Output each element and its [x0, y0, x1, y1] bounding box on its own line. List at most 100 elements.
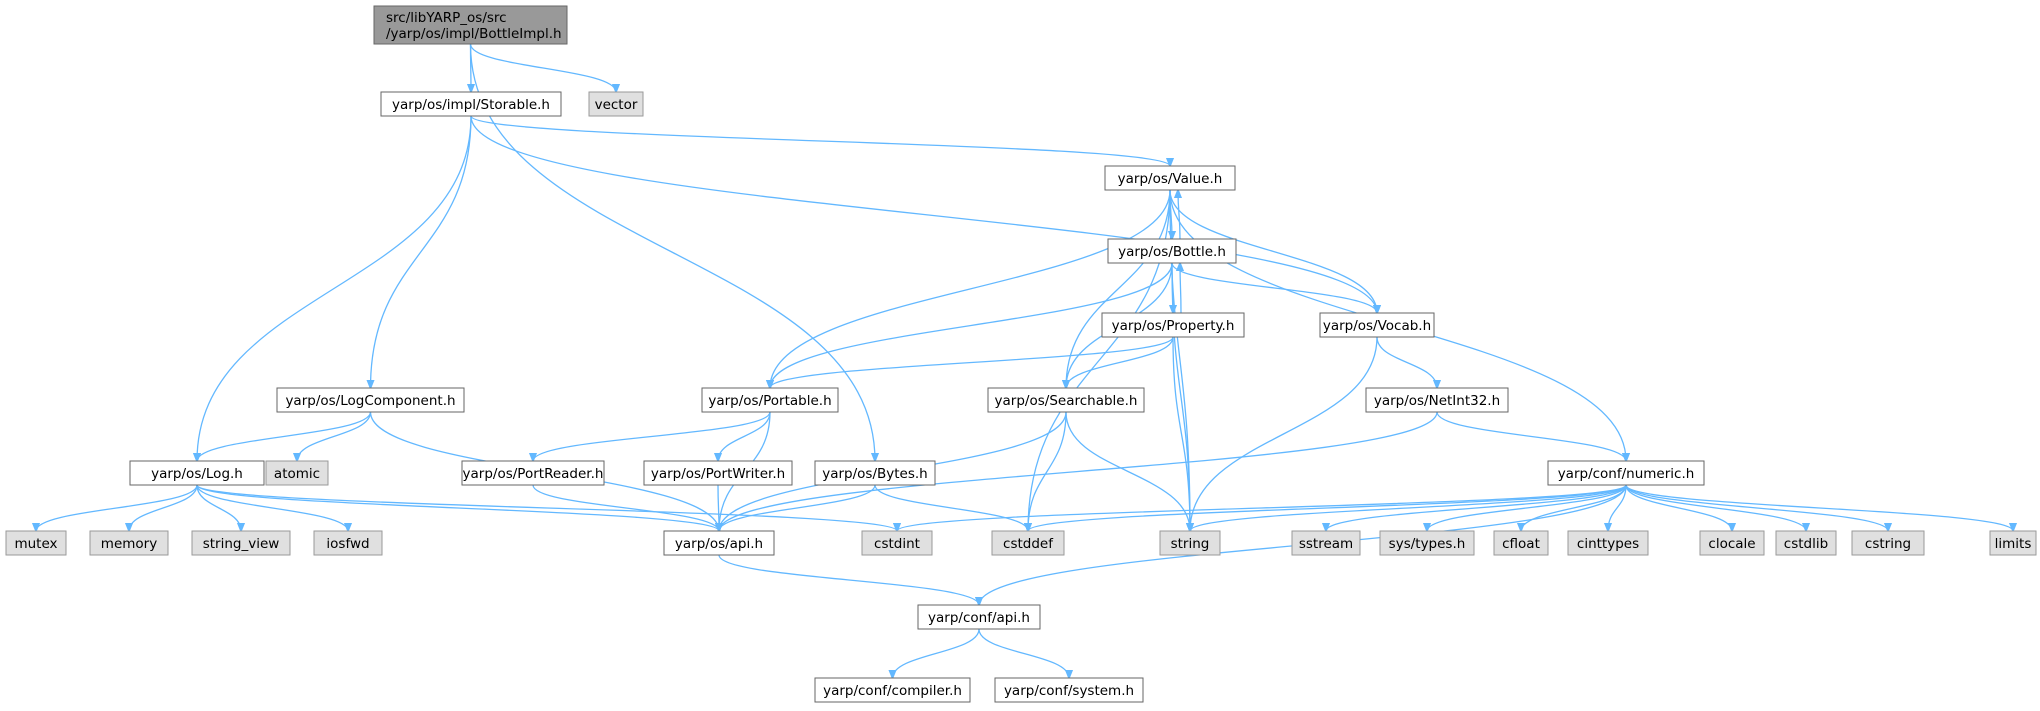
edge-numeric-to-sstream [1326, 484, 1627, 531]
node-label: sstream [1299, 536, 1353, 552]
node-label: atomic [274, 466, 320, 482]
node-label: yarp/os/Searchable.h [995, 393, 1138, 409]
node-clocale: clocale [1699, 530, 1765, 556]
node-string_view: string_view [191, 530, 291, 556]
node-label: iosfwd [326, 536, 369, 552]
node-box [373, 5, 568, 45]
node-box [5, 530, 67, 556]
node-cstdint: cstdint [861, 530, 933, 556]
node-cstdlib: cstdlib [1775, 530, 1837, 556]
node-box [89, 530, 169, 556]
edge-value-to-vocab [1169, 189, 1377, 313]
edge-numeric-to-cfloat [1521, 484, 1627, 531]
node-box [1159, 530, 1221, 556]
edge-bottle-to-string [1171, 262, 1190, 531]
edge-portwriter-to-osapi [718, 484, 719, 531]
edge-numeric-to-cstdint [897, 484, 1627, 531]
node-log[interactable]: yarp/os/Log.h [129, 460, 265, 486]
node-box [991, 530, 1065, 556]
node-box [1291, 530, 1361, 556]
node-limits: limits [1989, 530, 2037, 556]
node-vocab[interactable]: yarp/os/Vocab.h [1319, 312, 1435, 338]
node-cstddef: cstddef [991, 530, 1065, 556]
node-box [1775, 530, 1837, 556]
node-portable[interactable]: yarp/os/Portable.h [701, 387, 839, 413]
node-value[interactable]: yarp/os/Value.h [1104, 165, 1236, 191]
node-box [265, 460, 329, 486]
node-label: string_view [203, 536, 280, 552]
node-memory: memory [89, 530, 169, 556]
node-label: limits [1995, 536, 2032, 552]
edge-bottleimpl-to-bytes [469, 43, 876, 461]
node-box [814, 677, 971, 703]
node-box [1493, 530, 1549, 556]
node-label: yarp/conf/compiler.h [823, 683, 962, 699]
node-label: cinttypes [1577, 536, 1639, 552]
edge-property-to-portable [770, 336, 1174, 388]
node-box [313, 530, 383, 556]
node-box [1989, 530, 2037, 556]
node-bottleimpl[interactable]: src/libYARP_os/src/yarp/os/impl/BottleIm… [373, 5, 568, 45]
edge-log-to-string_view [196, 484, 241, 531]
node-label: yarp/conf/system.h [1004, 683, 1134, 699]
edge-confapi-to-system [978, 628, 1069, 678]
edge-vocab-to-string [1190, 336, 1378, 531]
edge-portreader-to-osapi [532, 484, 719, 531]
node-atomic: atomic [265, 460, 329, 486]
node-cinttypes: cinttypes [1567, 530, 1649, 556]
edge-property-to-bottle [1180, 263, 1181, 314]
node-storable[interactable]: yarp/os/impl/Storable.h [380, 91, 562, 117]
node-label: cstdlib [1784, 536, 1828, 552]
edge-vocab-to-netint32 [1376, 336, 1437, 388]
node-box [987, 387, 1145, 413]
edge-confapi-to-compiler [893, 628, 980, 678]
node-label: yarp/os/Bottle.h [1118, 244, 1226, 260]
node-property[interactable]: yarp/os/Property.h [1101, 312, 1245, 338]
edge-numeric-to-cstdlib [1625, 484, 1806, 531]
edge-bottleimpl-to-vector [469, 43, 617, 92]
edge-osapi-to-confapi [718, 554, 979, 605]
node-box [1851, 530, 1925, 556]
node-label: yarp/os/Portable.h [708, 393, 831, 409]
edge-property-to-string [1172, 336, 1190, 531]
edge-bytes-to-cstddef [874, 484, 1028, 531]
edge-searchable-to-cstddef [1028, 411, 1067, 531]
edge-logcomponent-to-atomic [297, 411, 372, 461]
node-box [994, 677, 1144, 703]
node-bottle[interactable]: yarp/os/Bottle.h [1107, 238, 1237, 264]
edge-netint32-to-osapi [719, 411, 1438, 531]
edge-storable-to-value [470, 115, 1170, 166]
node-portwriter[interactable]: yarp/os/PortWriter.h [643, 460, 793, 486]
edge-netint32-to-numeric [1436, 411, 1626, 461]
node-osapi[interactable]: yarp/os/api.h [663, 530, 775, 556]
node-label: cfloat [1502, 536, 1540, 552]
node-portreader[interactable]: yarp/os/PortReader.h [461, 460, 605, 486]
node-box [643, 460, 793, 486]
node-box [701, 387, 839, 413]
node-box [276, 387, 465, 413]
edge-bottle-to-vocab [1171, 262, 1377, 313]
edge-value-to-searchable [1066, 189, 1171, 388]
node-box [1567, 530, 1649, 556]
node-system[interactable]: yarp/conf/system.h [994, 677, 1144, 703]
node-logcomponent[interactable]: yarp/os/LogComponent.h [276, 387, 465, 413]
node-systypes: sys/types.h [1379, 530, 1475, 556]
node-searchable[interactable]: yarp/os/Searchable.h [987, 387, 1145, 413]
node-label: memory [101, 536, 157, 552]
node-box [663, 530, 775, 556]
edge-log-to-osapi [196, 484, 719, 531]
node-iosfwd: iosfwd [313, 530, 383, 556]
node-box [588, 91, 644, 117]
node-netint32[interactable]: yarp/os/NetInt32.h [1365, 387, 1509, 413]
edge-value-to-portable [770, 189, 1171, 388]
node-label: string [1171, 536, 1210, 552]
node-confapi[interactable]: yarp/conf/api.h [917, 604, 1041, 630]
node-numeric[interactable]: yarp/conf/numeric.h [1547, 460, 1705, 486]
edge-numeric-to-cinttypes [1608, 484, 1627, 531]
node-box [1101, 312, 1245, 338]
node-label: clocale [1708, 536, 1755, 552]
edge-bottle-to-value [1178, 190, 1180, 240]
node-bytes[interactable]: yarp/os/Bytes.h [814, 460, 936, 486]
node-compiler[interactable]: yarp/conf/compiler.h [814, 677, 971, 703]
